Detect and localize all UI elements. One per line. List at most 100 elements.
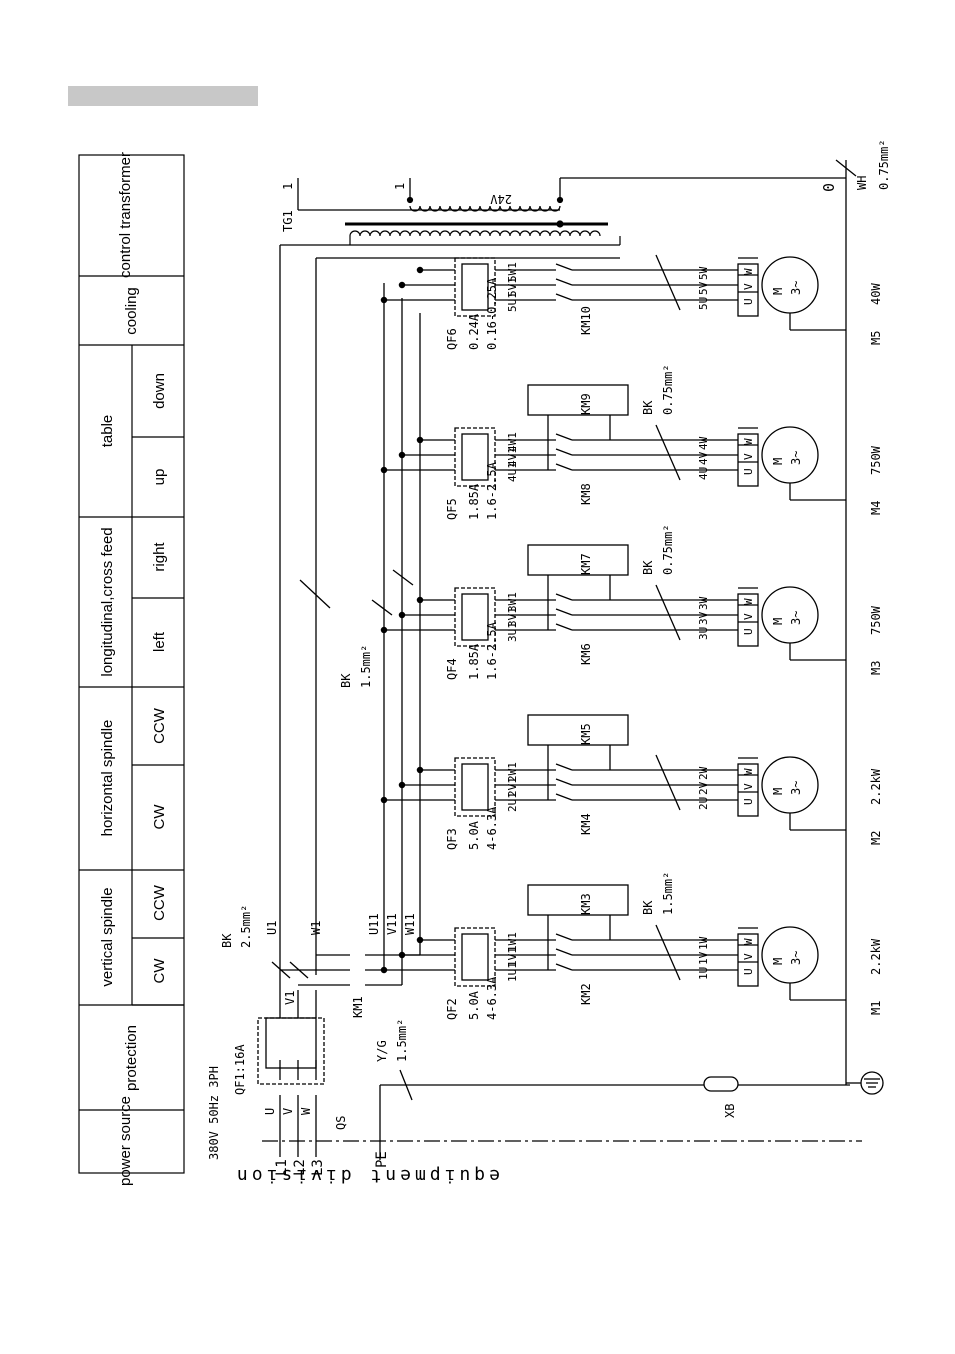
label-horizontal-spindle: horizontal spindle [99, 720, 116, 837]
terminal-box [737, 263, 759, 317]
breaker-rating: 1.85A [467, 483, 481, 520]
terminal-w: W [299, 1107, 313, 1115]
junction-dot [380, 796, 388, 804]
motor-terminal-label: 2W [697, 766, 710, 780]
breaker-name: QF5 [445, 498, 459, 520]
breaker-range: 1.6-2.5A [485, 621, 499, 680]
label-vertical-spindle: vertical spindle [99, 887, 116, 986]
motor-terminal-label: 5V [697, 281, 710, 295]
breaker-output-label: 4V1 [506, 447, 519, 467]
junction-dot [398, 451, 406, 459]
junction-dot [398, 781, 406, 789]
contact [555, 963, 573, 971]
breaker-element [461, 593, 489, 641]
breaker-output-label: 3V1 [506, 607, 519, 627]
uvw-label: U [742, 798, 755, 805]
cable-main-color: BK [220, 933, 234, 948]
breaker-rating: 1.85A [467, 643, 481, 680]
contactor-label: KM7 [579, 553, 593, 575]
contact [555, 623, 573, 631]
contactor-label: KM4 [579, 813, 593, 835]
branch-m2 [380, 714, 846, 831]
contact [555, 463, 573, 471]
contactor-label: KM2 [579, 983, 593, 1005]
motor-id: M1 [869, 1001, 883, 1015]
motor-terminal-label: 4W [697, 436, 710, 450]
label-up: up [151, 469, 168, 486]
feed-v1: V1 [283, 991, 297, 1005]
breaker-name: QF4 [445, 658, 459, 680]
breaker-box [454, 257, 496, 317]
label-table: table [99, 415, 116, 448]
cable-branch-color: BK [339, 673, 353, 688]
terminal-box [737, 593, 759, 647]
cable-main-size: 2.5mm² [239, 905, 253, 948]
breaker-qf1: QF1:16A [233, 1044, 247, 1095]
motor-cable-size: 0.75mm² [661, 364, 675, 415]
motor-letter: M [771, 618, 785, 625]
function-table [78, 154, 185, 1174]
motor-letter: M [771, 958, 785, 965]
breaker-box [454, 587, 496, 647]
feed-u1: U1 [265, 921, 279, 935]
breaker-box [454, 427, 496, 487]
breaker-name: QF6 [445, 328, 459, 350]
breaker-element [461, 933, 489, 981]
motor-letter: M [771, 288, 785, 295]
branch-m5 [380, 254, 846, 331]
motor-terminal-label: 5U [697, 297, 710, 310]
breaker-output-label: 1U1 [506, 962, 519, 982]
main-contactor: KM1 [351, 996, 365, 1018]
transformer-term1b: 1 [393, 183, 407, 190]
label-hs-cw: CW [151, 804, 168, 830]
reverse-contactor [527, 384, 629, 416]
uvw-label: W [742, 768, 755, 775]
breaker-output-label: 5V1 [506, 277, 519, 297]
feed-w1: W1 [309, 921, 323, 935]
label-left: left [151, 631, 168, 652]
motor-power: 2.2kW [869, 938, 883, 975]
breaker-rating: 5.0A [467, 820, 481, 850]
motor-terminal-label: 2V [697, 781, 710, 795]
motor-phase: 3~ [789, 611, 803, 625]
motor-terminal-label: 1W [697, 936, 710, 950]
header-bar [68, 86, 258, 106]
label-cooling: cooling [123, 287, 140, 335]
breaker-range: 4-6.3A [485, 976, 499, 1020]
branch-m4 [380, 384, 846, 501]
phase-l3: L3 [310, 1159, 326, 1176]
contact [555, 608, 573, 616]
cable-tick [655, 424, 681, 481]
connector-xb: XB [723, 1104, 737, 1118]
contactor-label: KM3 [579, 893, 593, 915]
bus-w11: W11 [403, 913, 417, 935]
breaker-output-label: 1V1 [506, 947, 519, 967]
breaker-element [461, 763, 489, 811]
contactor-label: KM10 [579, 306, 593, 335]
label-feed: longitudinal,cross feed [99, 527, 116, 676]
uvw-label: U [742, 628, 755, 635]
uvw-label: W [742, 938, 755, 945]
breaker-output-label: 2U1 [506, 792, 519, 812]
motor-cable-color: BK [641, 560, 655, 575]
label-down: down [151, 373, 168, 409]
uvw-label: W [742, 438, 755, 445]
motor-phase: 3~ [789, 951, 803, 965]
breaker-output-label: 3U1 [506, 622, 519, 642]
breaker-output-label: 3W1 [506, 592, 519, 612]
cable-tick [655, 754, 681, 811]
motor-terminal-label: 4V [697, 451, 710, 465]
motor-letter: M [771, 458, 785, 465]
breaker-box [454, 927, 496, 987]
motor-power: 40W [869, 283, 883, 305]
motor-phase: 3~ [789, 781, 803, 795]
uvw-label: W [742, 268, 755, 275]
contact [555, 778, 573, 786]
transformer-windings [349, 196, 621, 245]
reverse-contactor [527, 714, 629, 746]
cable-pe-size: 1.5mm² [395, 1019, 409, 1062]
motor-terminal-label: 3U [697, 627, 710, 640]
